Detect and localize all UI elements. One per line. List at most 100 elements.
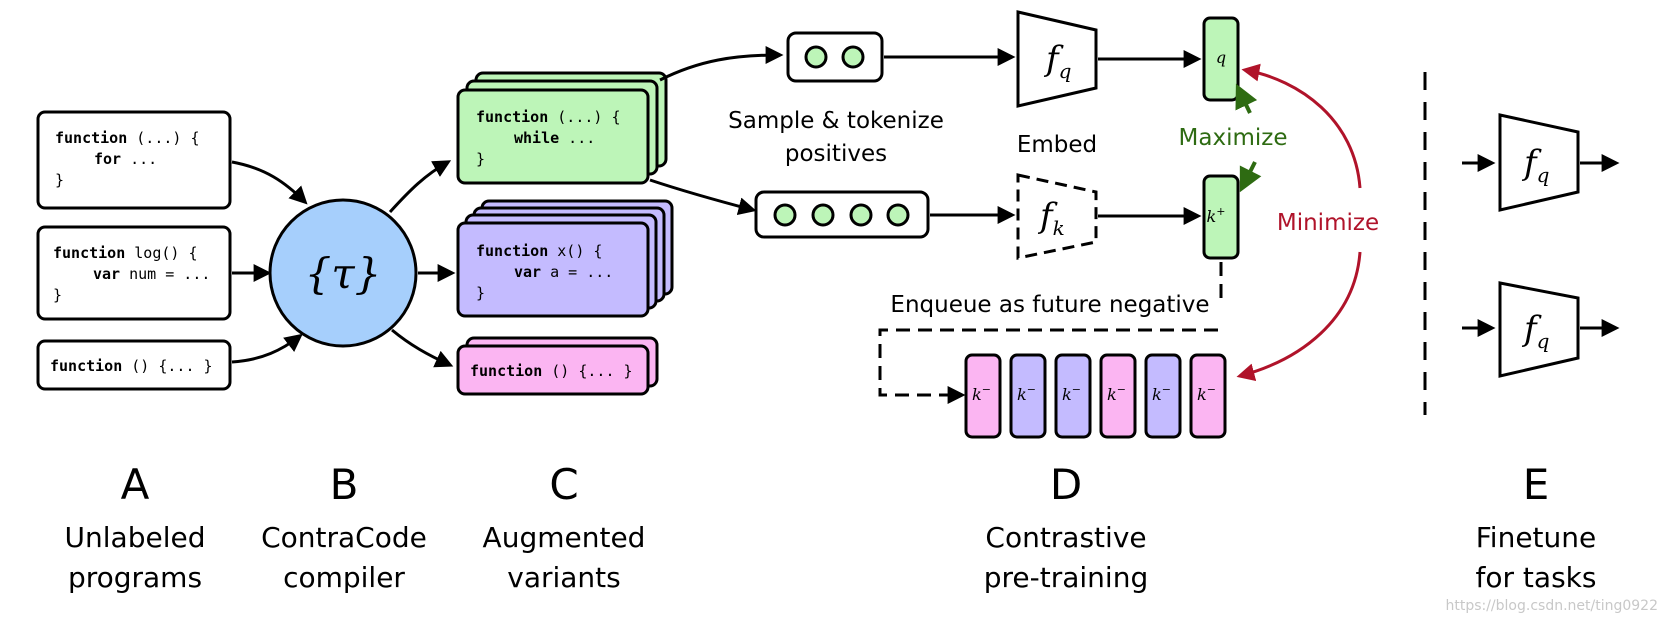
key-token-box xyxy=(754,190,930,239)
stage-b-caption: B ContraCode compiler xyxy=(261,460,427,594)
code-text: } xyxy=(55,171,64,189)
arrow-c-to-key-tokens xyxy=(649,178,757,216)
code-text: (...) { xyxy=(127,129,199,147)
code-text: } xyxy=(476,150,485,168)
query-encoder: fq xyxy=(1016,10,1098,108)
svg-text:var a = ...: var a = ... xyxy=(514,263,613,281)
watermark: https://blog.csdn.net/ting0922 xyxy=(1445,598,1658,614)
negative-key-embedding: k− xyxy=(1144,353,1182,439)
svg-text:k+: k+ xyxy=(1207,205,1226,226)
negative-key-symbol: k− xyxy=(1017,383,1036,404)
svg-text:while ...: while ... xyxy=(514,129,595,147)
finetune-encoder-2: fq xyxy=(1462,281,1620,378)
stage-caption-line2: pre-training xyxy=(984,561,1148,594)
code-text: () {... } xyxy=(542,362,632,380)
program-box-1: function (...) { for ... } xyxy=(36,110,232,210)
tau-symbol: {τ} xyxy=(305,249,382,298)
code-keyword: function xyxy=(470,362,542,380)
arrow-c-to-query-tokens xyxy=(659,46,784,82)
code-keyword: function xyxy=(476,242,548,260)
stage-caption-line1: Finetune xyxy=(1476,521,1597,554)
sample-tokenize-label: Sample & tokenize xyxy=(728,108,944,134)
arrow-a3-to-b xyxy=(231,333,303,364)
embed-label: Embed xyxy=(1017,132,1097,158)
stage-a-caption: A Unlabeled programs xyxy=(65,460,206,594)
stage-caption-line1: Augmented xyxy=(483,521,646,554)
finetune-encoder-1: fq xyxy=(1462,113,1620,212)
query-embedding: q xyxy=(1202,16,1240,102)
code-keyword: function xyxy=(476,108,548,126)
negative-key-symbol: k− xyxy=(1197,383,1216,404)
stage-caption-line2: compiler xyxy=(283,561,405,594)
code-text: x() { xyxy=(548,242,602,260)
code-keyword: var xyxy=(93,265,120,283)
svg-text:function () {... }: function () {... } xyxy=(470,362,633,380)
stage-caption-line1: ContraCode xyxy=(261,521,427,554)
variant-stack-purple: function x() { var a = ... } xyxy=(456,199,674,318)
stage-letter: A xyxy=(121,460,150,509)
stage-c-caption: C Augmented variants xyxy=(483,460,646,594)
negative-key-embedding: k− xyxy=(964,353,1002,439)
svg-text:function (...) {: function (...) { xyxy=(476,108,621,126)
negative-key-embedding: k− xyxy=(1099,353,1137,439)
stage-letter: E xyxy=(1523,460,1550,509)
negative-key-symbol: k− xyxy=(972,383,991,404)
code-text: num = ... xyxy=(120,265,210,283)
negative-key-embedding: k− xyxy=(1054,353,1092,439)
code-text: } xyxy=(53,286,62,304)
stage-caption-line2: for tasks xyxy=(1476,561,1597,594)
minimize-curve-lower xyxy=(1236,251,1362,381)
maximize-arrow-down xyxy=(1239,161,1262,193)
stage-letter: B xyxy=(330,460,359,509)
code-text: (...) { xyxy=(548,108,620,126)
negative-key-symbol: k− xyxy=(1152,383,1171,404)
stage-caption-line2: programs xyxy=(68,561,202,594)
negative-key-symbol: k− xyxy=(1107,383,1126,404)
minimize-label: Minimize xyxy=(1277,210,1379,236)
stage-e-caption: E Finetune for tasks xyxy=(1476,460,1597,594)
stage-letter: D xyxy=(1050,460,1082,509)
arrow-b-to-c3 xyxy=(391,328,454,368)
code-keyword: function xyxy=(53,244,125,262)
code-keyword: function xyxy=(55,129,127,147)
stage-caption-line1: Unlabeled xyxy=(65,521,206,554)
arrow-b-to-c1 xyxy=(388,160,452,214)
compiler-circle: {τ} xyxy=(268,198,418,348)
query-token-box xyxy=(786,31,884,83)
variant-stack-green: function (...) { while ... } xyxy=(456,71,668,185)
minimize-curve xyxy=(1241,63,1362,189)
stage-caption-line1: Contrastive xyxy=(985,521,1146,554)
enqueue-label: Enqueue as future negative xyxy=(890,292,1209,318)
code-text: log() { xyxy=(125,244,197,262)
positive-key-embedding: k+ xyxy=(1202,174,1240,260)
program-box-2: function log() { var num = ... } xyxy=(36,225,232,321)
svg-text:var num = ...: var num = ... xyxy=(93,265,210,283)
code-keyword: while xyxy=(514,129,559,147)
code-keyword: var xyxy=(514,263,541,281)
stage-d-caption: D Contrastive pre-training xyxy=(984,460,1148,594)
maximize-arrow-up xyxy=(1235,83,1258,114)
stage-caption-line2: variants xyxy=(507,561,621,594)
code-text: a = ... xyxy=(541,263,613,281)
stage-letter: C xyxy=(549,460,578,509)
negative-queue: k− k− k− k− k− k− xyxy=(964,353,1227,439)
enqueue-dashed-line xyxy=(878,262,1223,397)
code-text: } xyxy=(476,284,485,302)
code-keyword: function xyxy=(50,357,122,375)
svg-text:for ...: for ... xyxy=(94,150,157,168)
svg-text:q: q xyxy=(1216,48,1226,67)
svg-text:function log() {: function log() { xyxy=(53,244,198,262)
arrow-a1-to-b xyxy=(231,160,308,205)
key-encoder: fk xyxy=(1016,173,1098,260)
negative-key-embedding: k− xyxy=(1189,353,1227,439)
code-text: ... xyxy=(559,129,595,147)
maximize-label: Maximize xyxy=(1179,125,1288,151)
program-box-3: function () {... } xyxy=(36,339,232,391)
negative-key-symbol: k− xyxy=(1062,383,1081,404)
code-text: () {... } xyxy=(122,357,212,375)
code-keyword: for xyxy=(94,150,121,168)
svg-text:function x() {: function x() { xyxy=(476,242,602,260)
positives-label: positives xyxy=(785,141,887,167)
negative-key-embedding: k− xyxy=(1009,353,1047,439)
